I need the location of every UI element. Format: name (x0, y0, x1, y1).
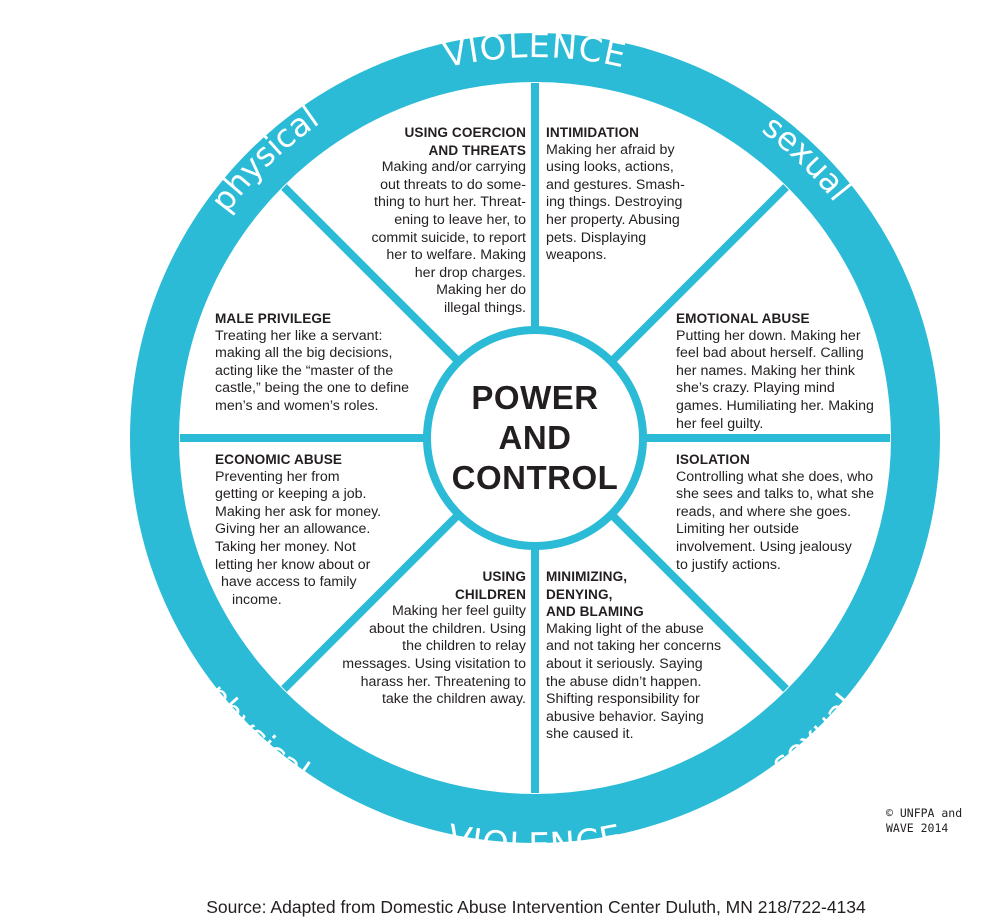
hub-line: POWER (471, 379, 599, 416)
segment-line: the abuse didn’t happen. (546, 673, 702, 690)
segment-line: income. (232, 591, 282, 608)
segment-isolation: ISOLATION Controlling what she does, who… (676, 451, 888, 574)
segment-line: Putting her down. Making her (676, 327, 861, 344)
segment-line: abusive behavior. Saying (546, 708, 704, 725)
segment-line: thing to hurt her. Threat- (374, 194, 526, 211)
hub-center (431, 334, 639, 542)
spoke-top-left (281, 184, 462, 365)
segment-title: MINIMIZING, (546, 569, 628, 584)
segment-line: Making her do (436, 282, 526, 299)
segment-using-children: USING CHILDREN Making her feel guilty ab… (300, 568, 526, 709)
segment-line: castle,” being the one to define (215, 380, 410, 397)
segment-line: have access to family (221, 574, 357, 591)
segment-line: involvement. Using jealousy (676, 538, 852, 555)
hub-title: POWER AND CONTROL (435, 378, 635, 498)
spokes (180, 83, 890, 793)
segment-intimidation: INTIMIDATION Making her afraid by using … (546, 124, 746, 265)
segment-line: she’s crazy. Playing mind (676, 380, 835, 397)
segment-line: Making her feel guilty (391, 603, 526, 620)
segment-line: her to welfare. Making (386, 247, 526, 264)
segment-title: AND BLAMING (546, 604, 644, 620)
segment-line: pets. Displaying (546, 229, 647, 246)
segment-line: making all the big decisions, (215, 345, 393, 362)
segment-line: she sees and talks to, what she (676, 486, 874, 503)
spoke-bottom-right (608, 511, 789, 692)
segment-title: EMOTIONAL ABUSE (676, 311, 810, 326)
segment-line: to justify actions. (676, 556, 781, 573)
segment-line: Making her afraid by (546, 141, 675, 158)
segment-line: Shifting responsibility for (546, 691, 700, 708)
segment-line: about the children. Using (369, 620, 526, 637)
spoke-top-right (608, 184, 789, 365)
segment-line: the children to relay (402, 638, 526, 655)
segment-title: ECONOMIC ABUSE (215, 452, 343, 467)
segment-line: messages. Using visitation to (342, 655, 526, 672)
segment-title: CHILDREN (454, 586, 526, 602)
segment-line: harass her. Threatening to (360, 673, 526, 690)
segment-minimizing: MINIMIZING, DENYING, AND BLAMING Making … (546, 568, 746, 744)
segment-line: men’s and women’s roles. (215, 397, 379, 414)
segment-line: commit suicide, to report (371, 229, 526, 246)
segment-line: Taking her money. Not (215, 538, 356, 555)
segment-line: take the children away. (381, 691, 526, 708)
hub-line: CONTROL (451, 459, 619, 496)
segment-line: acting like the “master of the (215, 362, 394, 379)
segment-line: her feel guilty. (676, 415, 764, 432)
segment-line: her drop charges. (414, 264, 526, 281)
segment-line: games. Humiliating her. Making (676, 397, 874, 414)
segment-line: about it seriously. Saying (546, 655, 703, 672)
segment-title: DENYING, (546, 586, 613, 602)
segment-line: using looks, actions, (546, 159, 674, 176)
segment-line: letting her know about or (215, 556, 371, 573)
segment-line: Making light of the abuse (546, 620, 704, 637)
segment-title: INTIMIDATION (546, 125, 640, 140)
segment-line: ening to leave her, to (394, 211, 526, 228)
hub-line: AND (498, 419, 572, 456)
segment-line: out threats to do some- (380, 176, 526, 193)
segment-line: weapons. (546, 247, 607, 264)
segment-line: Making and/or carrying (381, 159, 526, 176)
segment-coercion: USING COERCION AND THREATS Making and/or… (300, 124, 526, 318)
segment-line: and not taking her concerns (546, 638, 722, 655)
segment-emotional-abuse: EMOTIONAL ABUSE Putting her down. Making… (676, 310, 888, 433)
copyright-note: © UNFPA and WAVE 2014 (886, 806, 963, 835)
segment-line: reads, and where she goes. (676, 503, 852, 520)
segment-title: USING COERCION (404, 125, 526, 140)
spoke-bottom-left (281, 511, 462, 692)
segment-line: her names. Making her think (676, 362, 856, 379)
segment-male-privilege: MALE PRIVILEGE Treating her like a serva… (215, 310, 425, 416)
segment-line: Preventing her from (215, 468, 340, 485)
segment-line: Controlling what she does, who (676, 468, 874, 485)
segment-line: Treating her like a servant: (215, 327, 383, 344)
segment-economic-abuse: ECONOMIC ABUSE Preventing her from getti… (206, 451, 402, 609)
segment-line: her property. Abusing (546, 211, 680, 228)
source-caption: Source: Adapted from Domestic Abuse Inte… (206, 897, 866, 917)
segment-line: feel bad about herself. Calling (676, 345, 864, 362)
segment-line: getting or keeping a job. (215, 486, 367, 503)
segment-title: ISOLATION (676, 452, 750, 467)
segment-title: MALE PRIVILEGE (215, 311, 332, 326)
segment-line: ing things. Destroying (546, 194, 683, 211)
segment-title: AND THREATS (428, 142, 526, 158)
segment-line: Making her ask for money. (215, 503, 382, 520)
segment-title: USING (482, 569, 526, 584)
segment-line: illegal things. (443, 299, 526, 316)
segment-line: Limiting her outside (676, 521, 800, 538)
segment-line: Giving her an allowance. (215, 521, 371, 538)
segment-line: and gestures. Smash- (546, 176, 685, 193)
segment-line: she caused it. (546, 726, 634, 743)
